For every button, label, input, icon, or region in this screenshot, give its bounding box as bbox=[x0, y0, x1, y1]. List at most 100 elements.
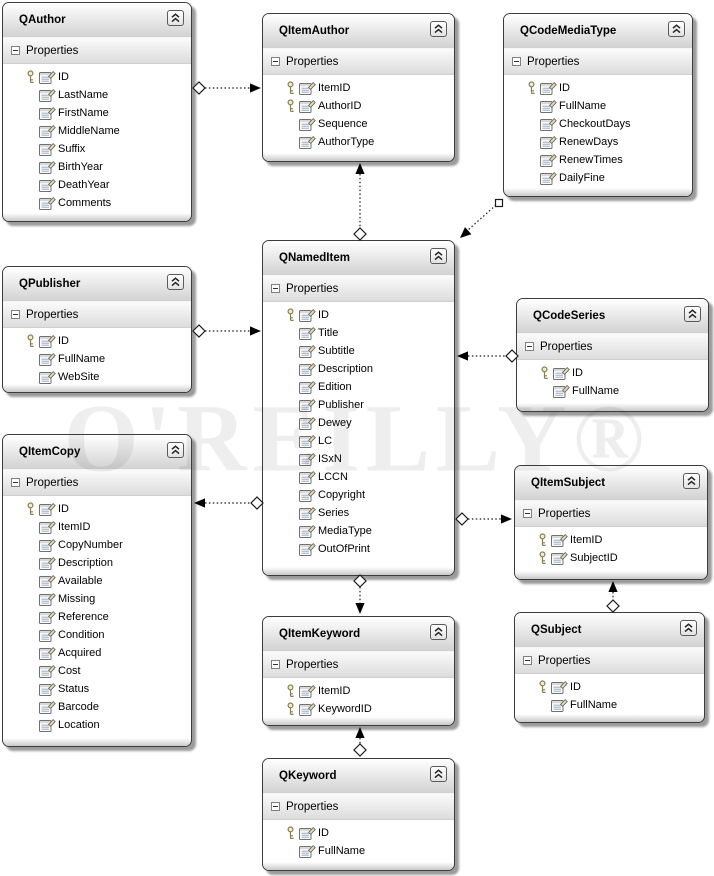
entity-qnameditem[interactable]: QNamedItem Properties bbox=[262, 240, 455, 576]
field-row[interactable]: Edition bbox=[286, 378, 454, 396]
connector-qnameditem-qitemauthor[interactable] bbox=[353, 163, 367, 241]
field-row[interactable]: SubjectID bbox=[538, 549, 707, 567]
field-row[interactable]: LCCN bbox=[286, 468, 454, 486]
connector-qnameditem-qitemsubject[interactable] bbox=[455, 512, 512, 526]
collapse-button[interactable] bbox=[167, 442, 184, 458]
field-row[interactable]: Barcode bbox=[26, 698, 191, 716]
field-row[interactable]: ID bbox=[527, 79, 692, 97]
properties-header[interactable]: Properties bbox=[263, 275, 454, 302]
entity-qitemkeyword[interactable]: QItemKeyword Properties bbox=[262, 616, 455, 726]
entity-qcodemediatype[interactable]: QCodeMediaType Properties bbox=[503, 13, 693, 197]
entity-qcodeseries[interactable]: QCodeSeries Properties bbox=[516, 298, 709, 412]
properties-header[interactable]: Properties bbox=[3, 37, 191, 64]
field-row[interactable]: FullName bbox=[286, 842, 454, 860]
properties-header[interactable]: Properties bbox=[517, 333, 708, 360]
field-row[interactable]: RenewTimes bbox=[527, 151, 692, 169]
field-row[interactable]: FullName bbox=[26, 350, 191, 368]
entity-titlebar[interactable]: QItemAuthor bbox=[263, 14, 454, 48]
field-row[interactable]: Publisher bbox=[286, 396, 454, 414]
connector-qpublisher-qnameditem[interactable] bbox=[192, 324, 261, 338]
field-row[interactable]: RenewDays bbox=[527, 133, 692, 151]
field-row[interactable]: Description bbox=[286, 360, 454, 378]
field-row[interactable]: ItemID bbox=[26, 518, 191, 536]
entity-titlebar[interactable]: QPublisher bbox=[3, 267, 191, 301]
field-row[interactable]: MiddleName bbox=[26, 122, 191, 140]
field-row[interactable]: Acquired bbox=[26, 644, 191, 662]
field-row[interactable]: Series bbox=[286, 504, 454, 522]
collapse-button[interactable] bbox=[167, 10, 184, 26]
entity-titlebar[interactable]: QCodeSeries bbox=[517, 299, 708, 333]
entity-qitemsubject[interactable]: QItemSubject Properties bbox=[514, 465, 708, 580]
field-row[interactable]: ItemID bbox=[538, 531, 707, 549]
connector-qcodemediatype-qnameditem[interactable] bbox=[460, 198, 504, 239]
entity-qauthor[interactable]: QAuthor Properties bbox=[2, 2, 192, 222]
field-row[interactable]: Comments bbox=[26, 194, 191, 212]
entity-qpublisher[interactable]: QPublisher Properties bbox=[2, 266, 192, 393]
field-row[interactable]: LC bbox=[286, 432, 454, 450]
expander-minus-icon[interactable] bbox=[525, 342, 534, 351]
field-row[interactable]: ID bbox=[286, 824, 454, 842]
expander-minus-icon[interactable] bbox=[512, 57, 521, 66]
entity-qitemcopy[interactable]: QItemCopy Properties bbox=[2, 434, 192, 747]
field-row[interactable]: Condition bbox=[26, 626, 191, 644]
field-row[interactable]: MediaType bbox=[286, 522, 454, 540]
field-row[interactable]: WebSite bbox=[26, 368, 191, 386]
entity-titlebar[interactable]: QKeyword bbox=[263, 759, 454, 793]
expander-minus-icon[interactable] bbox=[11, 310, 20, 319]
field-row[interactable]: Reference bbox=[26, 608, 191, 626]
connector-qnameditem-qitemkeyword[interactable] bbox=[353, 574, 367, 614]
field-row[interactable]: ISxN bbox=[286, 450, 454, 468]
properties-header[interactable]: Properties bbox=[263, 651, 454, 678]
field-row[interactable]: ID bbox=[538, 678, 704, 696]
expander-minus-icon[interactable] bbox=[11, 46, 20, 55]
collapse-button[interactable] bbox=[680, 620, 697, 636]
field-row[interactable]: Description bbox=[26, 554, 191, 572]
field-row[interactable]: FullName bbox=[538, 696, 704, 714]
entity-titlebar[interactable]: QCodeMediaType bbox=[504, 14, 692, 48]
collapse-button[interactable] bbox=[167, 274, 184, 290]
connector-qnameditem-qitemcopy[interactable] bbox=[194, 496, 264, 510]
field-row[interactable]: Copyright bbox=[286, 486, 454, 504]
entity-qsubject[interactable]: QSubject Properties bbox=[514, 612, 705, 723]
field-row[interactable]: AuthorID bbox=[286, 97, 454, 115]
entity-titlebar[interactable]: QItemKeyword bbox=[263, 617, 454, 651]
connector-qsubject-qitemsubject[interactable] bbox=[606, 581, 620, 613]
field-row[interactable]: ID bbox=[26, 68, 191, 86]
field-row[interactable]: DailyFine bbox=[527, 169, 692, 187]
connector-qkeyword-qitemkeyword[interactable] bbox=[353, 727, 367, 757]
entity-qkeyword[interactable]: QKeyword Properties bbox=[262, 758, 455, 871]
field-row[interactable]: BirthYear bbox=[26, 158, 191, 176]
properties-header[interactable]: Properties bbox=[3, 301, 191, 328]
properties-header[interactable]: Properties bbox=[515, 500, 707, 527]
entity-titlebar[interactable]: QSubject bbox=[515, 613, 704, 647]
field-row[interactable]: DeathYear bbox=[26, 176, 191, 194]
field-row[interactable]: ID bbox=[26, 332, 191, 350]
field-row[interactable]: FirstName bbox=[26, 104, 191, 122]
field-row[interactable]: Suffix bbox=[26, 140, 191, 158]
collapse-button[interactable] bbox=[684, 306, 701, 322]
field-row[interactable]: Sequence bbox=[286, 115, 454, 133]
field-row[interactable]: LastName bbox=[26, 86, 191, 104]
field-row[interactable]: FullName bbox=[540, 382, 708, 400]
properties-header[interactable]: Properties bbox=[3, 469, 191, 496]
field-row[interactable]: ID bbox=[286, 306, 454, 324]
expander-minus-icon[interactable] bbox=[271, 802, 280, 811]
field-row[interactable]: AuthorType bbox=[286, 133, 454, 151]
collapse-button[interactable] bbox=[430, 21, 447, 37]
field-row[interactable]: Cost bbox=[26, 662, 191, 680]
field-row[interactable]: ItemID bbox=[286, 79, 454, 97]
entity-qitemauthor[interactable]: QItemAuthor Properties bbox=[262, 13, 455, 162]
properties-header[interactable]: Properties bbox=[263, 48, 454, 75]
collapse-button[interactable] bbox=[668, 21, 685, 37]
field-row[interactable]: Status bbox=[26, 680, 191, 698]
collapse-button[interactable] bbox=[430, 624, 447, 640]
field-row[interactable]: Missing bbox=[26, 590, 191, 608]
connector-qauthor-qitemauthor[interactable] bbox=[192, 81, 261, 95]
entity-titlebar[interactable]: QItemSubject bbox=[515, 466, 707, 500]
field-row[interactable]: CheckoutDays bbox=[527, 115, 692, 133]
field-row[interactable]: FullName bbox=[527, 97, 692, 115]
field-row[interactable]: Subtitle bbox=[286, 342, 454, 360]
collapse-button[interactable] bbox=[430, 248, 447, 264]
entity-titlebar[interactable]: QItemCopy bbox=[3, 435, 191, 469]
expander-minus-icon[interactable] bbox=[271, 57, 280, 66]
